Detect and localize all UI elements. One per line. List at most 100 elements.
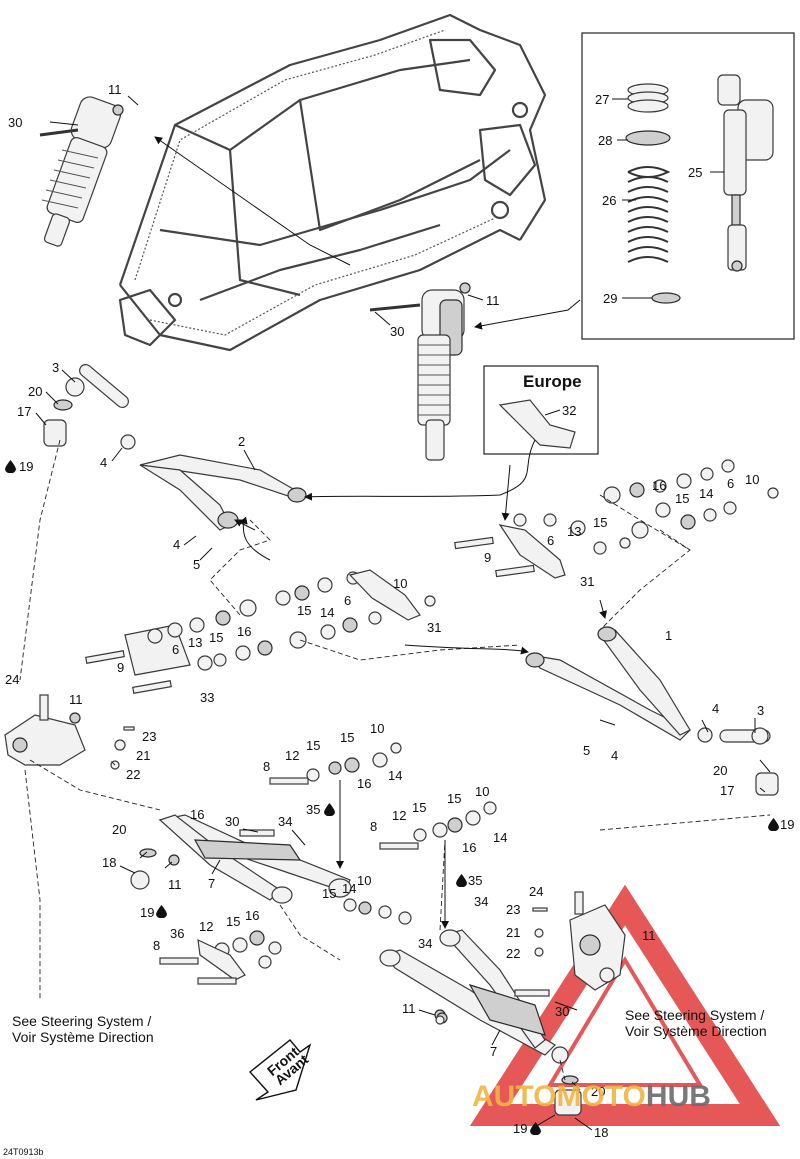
callout-5: 5 — [583, 743, 590, 758]
callout-30: 30 — [390, 324, 404, 339]
spring-seat-upper — [627, 83, 669, 113]
callout-15: 15 — [412, 800, 426, 815]
callout-27: 27 — [595, 92, 609, 107]
callout-4: 4 — [100, 455, 107, 470]
callout-3: 3 — [757, 703, 764, 718]
upper-a-arm-right — [525, 626, 779, 796]
callout-11: 11 — [486, 293, 500, 308]
callout-13: 13 — [567, 524, 581, 539]
callout-3: 3 — [52, 360, 59, 375]
callout-8: 8 — [153, 938, 160, 953]
callout-29: 29 — [603, 291, 617, 306]
hardware-stack-upper-right — [454, 459, 779, 579]
steering-knuckle-left — [4, 694, 135, 770]
front-direction-arrow-icon: Front Avant — [248, 1039, 312, 1101]
europe-bracket — [498, 399, 576, 449]
callout-10: 10 — [745, 472, 759, 487]
callout-20: 20 — [28, 384, 42, 399]
callout-4: 4 — [611, 748, 618, 763]
svg-text:Front Avant: Front Avant — [264, 1041, 312, 1088]
callout-14: 14 — [320, 605, 334, 620]
callout-15: 15 — [340, 730, 354, 745]
callout-11: 11 — [168, 877, 182, 892]
callout-6: 6 — [344, 593, 351, 608]
callout-14: 14 — [493, 830, 507, 845]
callout-22: 22 — [506, 946, 520, 961]
callout-6: 6 — [172, 642, 179, 657]
rear-shock-absorber-left — [39, 96, 124, 247]
callout-21: 21 — [136, 748, 150, 763]
callout-20: 20 — [591, 1084, 605, 1099]
callout-25: 25 — [688, 165, 702, 180]
coil-spring — [627, 166, 671, 263]
callout-14: 14 — [342, 881, 356, 896]
callout-2: 2 — [238, 434, 245, 449]
hardware-stack-center-left — [85, 569, 436, 694]
callout-15: 15 — [675, 491, 689, 506]
callout-19: 19 — [19, 459, 33, 474]
callout-14: 14 — [699, 486, 713, 501]
vehicle-frame — [118, 13, 547, 352]
callout-8: 8 — [370, 819, 377, 834]
watermark-word-secondary: HUB — [646, 1080, 711, 1113]
watermark-triangle-icon — [469, 884, 781, 1126]
callout-15: 15 — [593, 515, 607, 530]
callout-34: 34 — [278, 814, 292, 829]
watermark-word-primary: AUTOMOTO — [472, 1080, 646, 1113]
callout-35: 35 — [306, 802, 320, 817]
callout-23: 23 — [142, 729, 156, 744]
grease-drop-icon — [5, 460, 16, 473]
callout-10: 10 — [475, 784, 489, 799]
callout-36: 36 — [170, 926, 184, 941]
callout-18: 18 — [102, 855, 116, 870]
callout-6: 6 — [727, 476, 734, 491]
grease-drop-icon — [456, 874, 467, 887]
callout-16: 16 — [357, 776, 371, 791]
shock-detail-inset — [581, 32, 795, 340]
callout-8: 8 — [263, 759, 270, 774]
callout-12: 12 — [199, 919, 213, 934]
callout-11: 11 — [642, 928, 656, 943]
callout-4: 4 — [712, 701, 719, 716]
callout-17: 17 — [720, 783, 734, 798]
callout-19: 19 — [780, 817, 794, 832]
callout-18: 18 — [594, 1125, 608, 1140]
callout-23: 23 — [506, 902, 520, 917]
spring-seat-lower — [651, 292, 681, 304]
connection-lines — [19, 136, 771, 1081]
callout-20: 20 — [713, 763, 727, 778]
lower-a-arm-right — [379, 929, 582, 1116]
callout-16: 16 — [190, 807, 204, 822]
callout-11: 11 — [69, 692, 83, 707]
callout-28: 28 — [598, 133, 612, 148]
shock-absorber-body — [717, 74, 774, 272]
europe-variant-box — [483, 365, 599, 455]
callout-15: 15 — [447, 791, 461, 806]
lower-a-arm-left — [130, 814, 352, 904]
callout-10: 10 — [393, 576, 407, 591]
callout-9: 9 — [484, 550, 491, 565]
callout-30: 30 — [8, 115, 22, 130]
callout-20: 20 — [112, 822, 126, 837]
callout-16: 16 — [245, 908, 259, 923]
callout-12: 12 — [392, 808, 406, 823]
callout-6: 6 — [547, 533, 554, 548]
callout-16: 16 — [462, 840, 476, 855]
callout-labels: 30 11 27 28 25 26 29 11 30 32 3 20 17 19… — [5, 82, 794, 1140]
callout-34: 34 — [418, 936, 432, 951]
callout-17: 17 — [17, 404, 31, 419]
callout-12: 12 — [285, 748, 299, 763]
hardware-stack-lower — [159, 742, 497, 1025]
callout-24: 24 — [5, 672, 19, 687]
callout-15: 15 — [297, 603, 311, 618]
callout-15: 15 — [209, 630, 223, 645]
callout-13: 13 — [188, 635, 202, 650]
steering-note-left: See Steering System / Voir Système Direc… — [12, 1013, 155, 1045]
callout-30: 30 — [555, 1004, 569, 1019]
steering-note-right: See Steering System / Voir Système Direc… — [625, 1007, 768, 1039]
callout-5: 5 — [193, 557, 200, 572]
callout-7: 7 — [490, 1044, 497, 1059]
callout-15: 15 — [322, 886, 336, 901]
callout-7: 7 — [208, 876, 215, 891]
